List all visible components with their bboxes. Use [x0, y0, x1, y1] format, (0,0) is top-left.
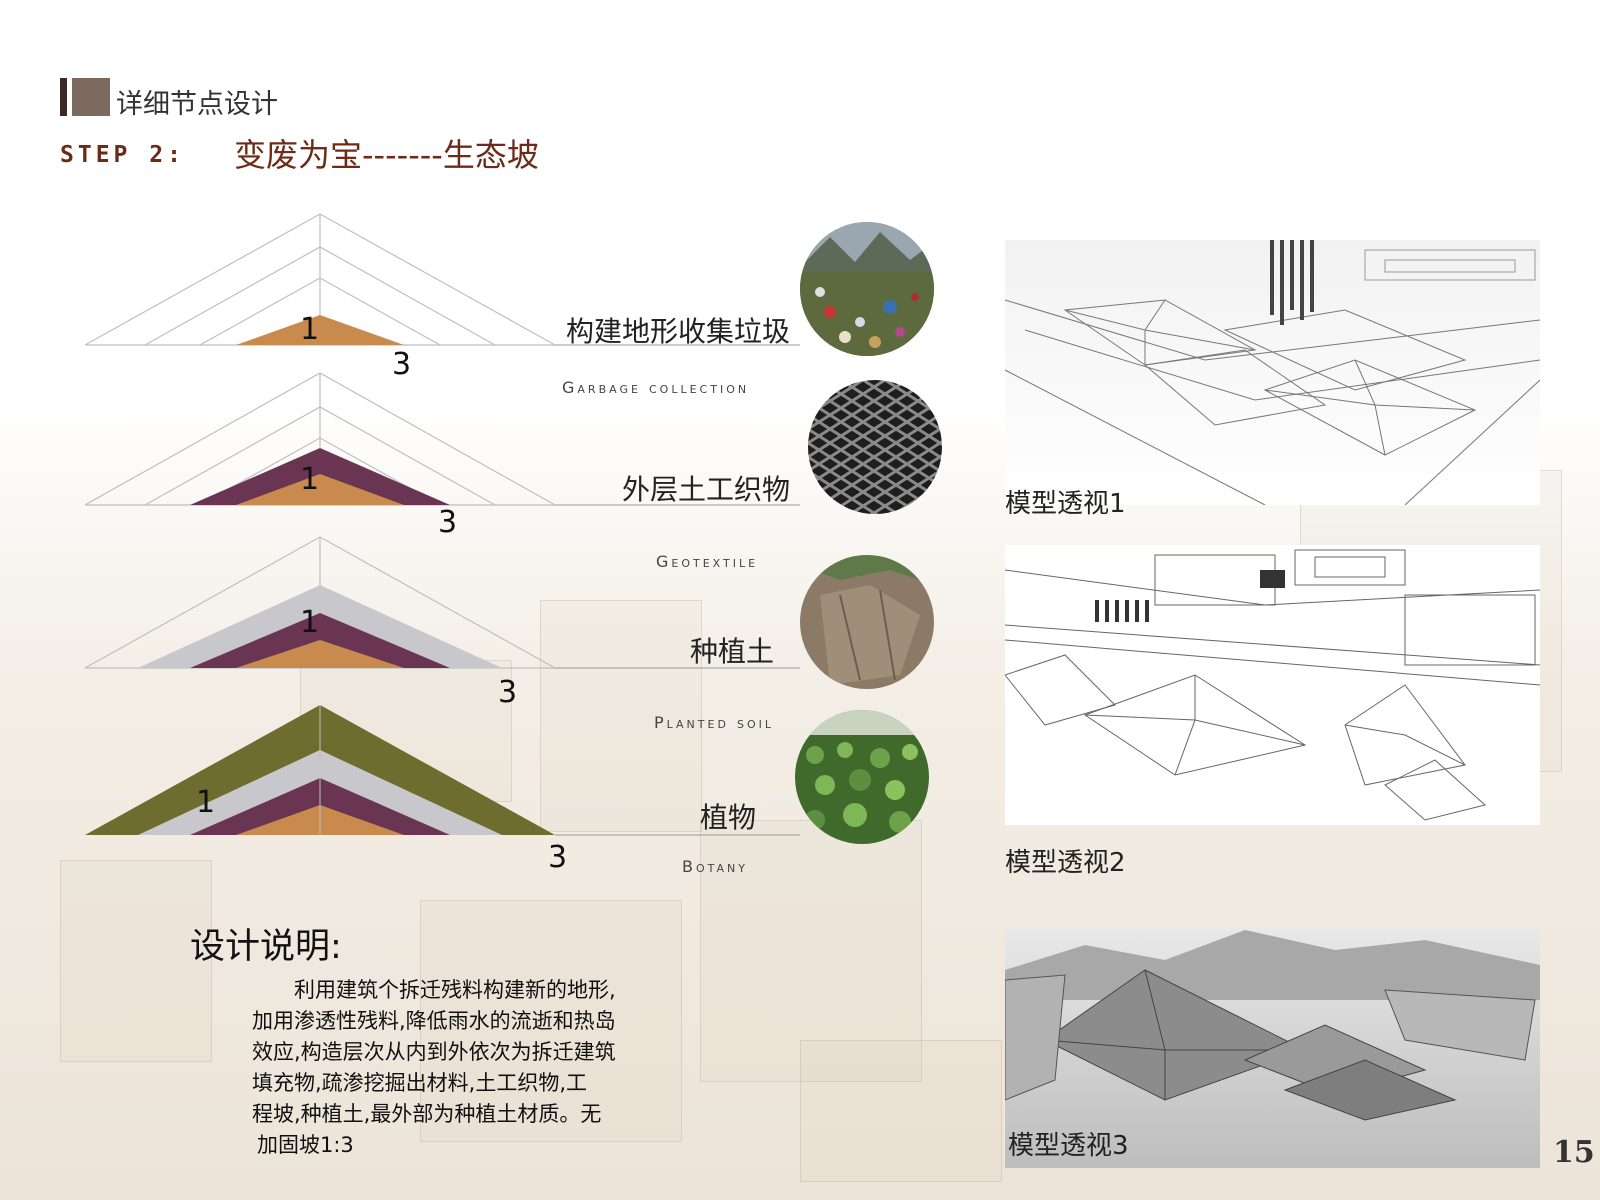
core-fill-layer: [236, 640, 404, 668]
core-fill-layer: [236, 315, 404, 345]
step-title: 变废为宝-------生态坡: [234, 136, 539, 174]
ratio-right-2: 3: [438, 505, 458, 540]
background-block: [60, 860, 212, 1062]
description-line-3: 效应,构造层次从内到外依次为拆迁建筑: [252, 1040, 616, 1064]
background-block: [420, 900, 682, 1142]
description-line-4: 填充物,疏渗挖掘出材料,土工织物,工: [252, 1071, 588, 1095]
description-line-1: 利用建筑个拆迁残料构建新的地形,: [294, 978, 616, 1002]
layer-label-botany: 植物: [700, 801, 757, 834]
soil-slope-photo: [800, 555, 934, 689]
layer-label-geotextile: 外层土工织物: [622, 473, 791, 506]
ratio-right-3: 3: [498, 675, 518, 710]
geotextile-mesh-photo: [808, 380, 942, 514]
slope-diagram-2: [84, 372, 800, 506]
description-body: 利用建筑个拆迁残料构建新的地形, 加用渗透性残料,降低雨水的流逝和热岛 效应,构…: [252, 975, 647, 1161]
background-block: [540, 600, 702, 832]
background-block: [700, 820, 922, 1082]
step-label: STEP 2:: [60, 142, 185, 168]
perspective-caption-1: 模型透视1: [1005, 489, 1126, 519]
tea-plants-photo: [795, 710, 929, 844]
description-line-6: 加固坡1:3: [257, 1133, 354, 1157]
layer-label-geotextile-en: Geotextile: [656, 552, 759, 571]
slope-diagram-4: [85, 705, 800, 836]
description-line-5: 程坡,种植土,最外部为种植土材质。无: [252, 1102, 602, 1126]
model-perspective-3: [1005, 930, 1540, 1168]
slope-diagram-3: [84, 536, 800, 669]
layer-label-soil: 种植土: [690, 635, 775, 668]
header-mark: [60, 78, 110, 116]
layer-label-garbage: 构建地形收集垃圾: [566, 315, 791, 348]
slope-diagram-1: [84, 213, 800, 346]
model-perspective-1: [1005, 240, 1540, 505]
ratio-right-1: 3: [392, 347, 412, 382]
slope-section-diagrams: [84, 213, 800, 836]
description-title: 设计说明:: [190, 927, 342, 967]
layer-label-soil-en: Planted soil: [654, 713, 775, 732]
model-perspective-2: [1005, 545, 1540, 825]
layer-label-garbage-en: Garbage collection: [562, 378, 750, 397]
garbage-photo: [800, 222, 934, 356]
background-block: [800, 1040, 1002, 1182]
section-title: 详细节点设计: [116, 89, 278, 120]
page-number: 15: [1553, 1135, 1595, 1170]
ratio-right-4: 3: [548, 840, 568, 875]
perspective-caption-3: 模型透视3: [1008, 1131, 1129, 1161]
ratio-left-1: 1: [300, 312, 320, 347]
ratio-left-4: 1: [196, 785, 216, 820]
core-fill-layer: [236, 474, 404, 505]
ratio-left-2: 1: [300, 462, 320, 497]
perspective-caption-2: 模型透视2: [1005, 848, 1126, 878]
layer-label-botany-en: Botany: [682, 857, 748, 876]
ratio-left-3: 1: [300, 605, 320, 640]
description-line-2: 加用渗透性残料,降低雨水的流逝和热岛: [252, 1009, 616, 1033]
